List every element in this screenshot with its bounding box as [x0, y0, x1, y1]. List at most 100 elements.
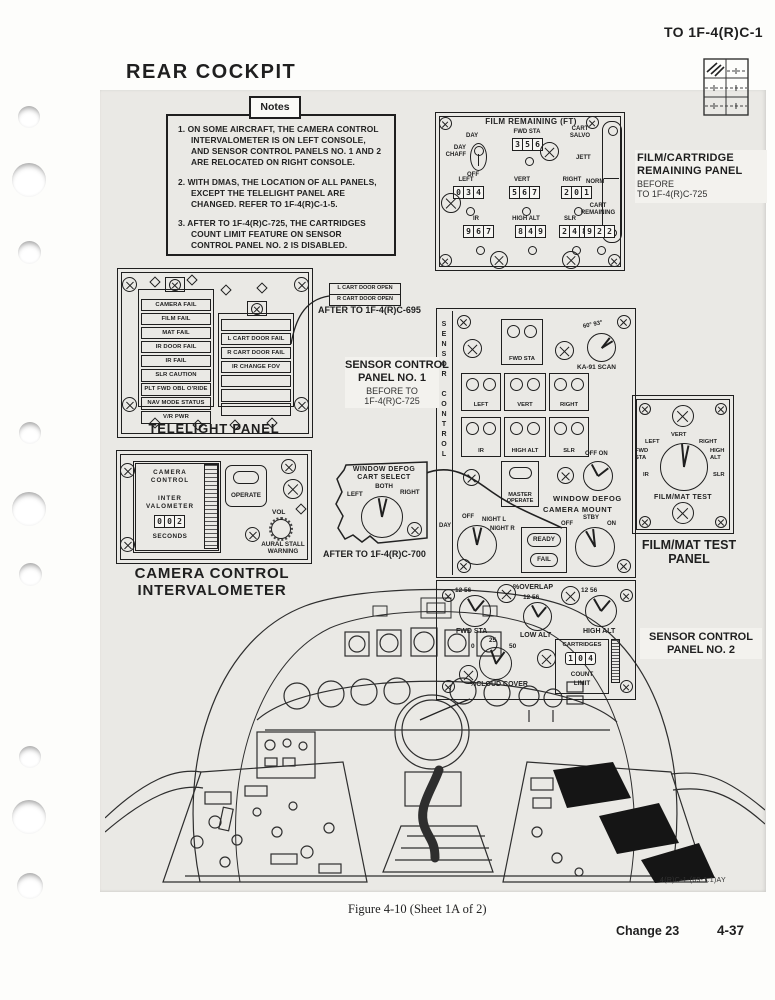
cart-salvo-label: CART SALVO [569, 126, 591, 139]
vol-label: VOL [272, 509, 286, 516]
ir-buttons: IR [461, 417, 501, 457]
counter-label: FWD STA [513, 129, 541, 135]
screw-icon [608, 254, 621, 267]
mode-off-label: OFF [462, 514, 474, 520]
screw-icon [715, 403, 727, 415]
screw-icon [490, 251, 508, 269]
lamp-block-tab [165, 277, 185, 292]
binder-hole [18, 241, 41, 264]
diamond-screw-icon [186, 274, 198, 286]
screw-icon [294, 277, 309, 292]
note-item: 3. AFTER TO 1F-4(R)C-725, THE CARTRIDGES… [178, 218, 366, 251]
aural-stall-warning-label: AURAL STALL WARNING [261, 541, 305, 556]
screw-icon [586, 116, 599, 129]
telelight-caption: TELELIGHT PANEL [148, 421, 280, 436]
scp2-label: SENSOR CONTROL PANEL NO. 2 [640, 628, 762, 660]
screw-icon [561, 586, 580, 605]
screw-icon [442, 680, 455, 693]
notes-box: 1. ON SOME AIRCRAFT, THE CAMERA CONTROL … [166, 114, 396, 256]
film-remaining-panel: FILM REMAINING (FT) DAY DAY CHAFF OFF FW… [435, 112, 625, 271]
ka91-label: KA-91 SCAN [577, 364, 617, 371]
note-item: 2. WITH DMAS, THE LOCATION OF ALL PANELS… [178, 176, 377, 209]
indicator-dot [597, 246, 606, 255]
camera-mode-knob [457, 525, 497, 565]
screw-icon [639, 403, 651, 415]
telelight-panel: CAMERA FAIL FILM FAIL MAT FAIL IR DOOR F… [117, 268, 313, 438]
toggle-off-label: OFF [467, 172, 479, 178]
toggle-chaff-label: DAY CHAFF [445, 145, 466, 158]
toggle-day-label: DAY [466, 133, 479, 139]
screw-icon [407, 522, 422, 537]
slr-counter: 248 [559, 225, 590, 238]
day-chaff-toggle-switch [470, 143, 487, 171]
binder-hole [19, 746, 41, 768]
after-to-700-note: AFTER TO 1F-4(R)C-700 [323, 549, 426, 559]
binder-hole [18, 106, 40, 128]
binder-hole [19, 563, 42, 586]
telelight-lamp: R CART DOOR FAIL [221, 346, 291, 360]
counter-label: HIGH ALT [512, 216, 540, 222]
screw-icon [620, 589, 633, 602]
screw-icon [617, 315, 631, 329]
jett-label: JETT [576, 155, 591, 161]
screw-icon [122, 277, 137, 292]
cart-door-open-callout: L CART DOOR OPEN R CART DOOR OPEN [329, 283, 401, 306]
screw-icon [442, 589, 455, 602]
screw-icon [457, 315, 471, 329]
binder-hole [12, 163, 46, 197]
high-alt-knob [585, 595, 617, 627]
indicator-dot [466, 207, 475, 216]
operate-button: OPERATE [225, 465, 267, 507]
screw-icon [294, 397, 309, 412]
pwr-on-label: ON [607, 521, 616, 527]
screw-icon [459, 665, 478, 684]
window-defog-knob [583, 461, 613, 491]
figure-caption: Figure 4-10 (Sheet 1A of 2) [348, 902, 487, 916]
indicator-dot [528, 246, 537, 255]
window-defog-cart-select-panel: WINDOW DEFOG CART SELECT BOTH LEFT RIGHT [334, 458, 432, 550]
telelight-lamp: IR FAIL [141, 354, 211, 368]
ka91-ticks: 60° 93° [582, 320, 604, 331]
lamp-block-tab [247, 301, 267, 316]
telelight-lamp: MAT FAIL [141, 326, 211, 340]
screw-icon [557, 467, 574, 484]
screw-icon [463, 469, 480, 486]
after-to-695-note: AFTER TO 1F-4(R)C-695 [318, 305, 421, 315]
binder-hole [17, 873, 43, 899]
ready-indicator: READY [527, 533, 561, 547]
diamond-screw-icon [295, 503, 307, 515]
screw-icon [441, 193, 461, 213]
screw-icon [617, 559, 631, 573]
screw-icon [639, 516, 651, 528]
telelight-lamp-blank [221, 389, 291, 402]
ka91-scan-knob [587, 333, 616, 362]
binder-hole [19, 422, 41, 444]
sensor-control-panel-2: 12 56 FWD STA %OVERLAP 12 56 LOW ALT 12 … [436, 580, 636, 700]
screw-icon [562, 251, 580, 269]
cockpit-drawing [105, 588, 765, 883]
revision-stamp-icon [703, 58, 749, 116]
cart-select-knob [361, 496, 403, 538]
camera-power-knob [575, 527, 615, 567]
screw-icon [672, 502, 694, 524]
note-item: 1. ON SOME AIRCRAFT, THE CAMERA CONTROL … [178, 124, 382, 167]
telelight-lamp-blank [221, 403, 291, 416]
telelight-lamp: CAMERA FAIL [141, 298, 211, 312]
camera-mount-label: CAMERA MOUNT [543, 505, 613, 514]
indicator-dot [522, 207, 531, 216]
binder-hole [12, 800, 46, 834]
screw-icon [251, 303, 263, 315]
diamond-screw-icon [149, 276, 161, 288]
telelight-lamp-blank [221, 374, 291, 388]
screw-icon [439, 254, 452, 267]
defog-label: WINDOW DEFOG [553, 494, 622, 503]
left-buttons: LEFT [461, 373, 501, 411]
telelight-lamp: L CART DOOR FAIL [221, 332, 291, 346]
